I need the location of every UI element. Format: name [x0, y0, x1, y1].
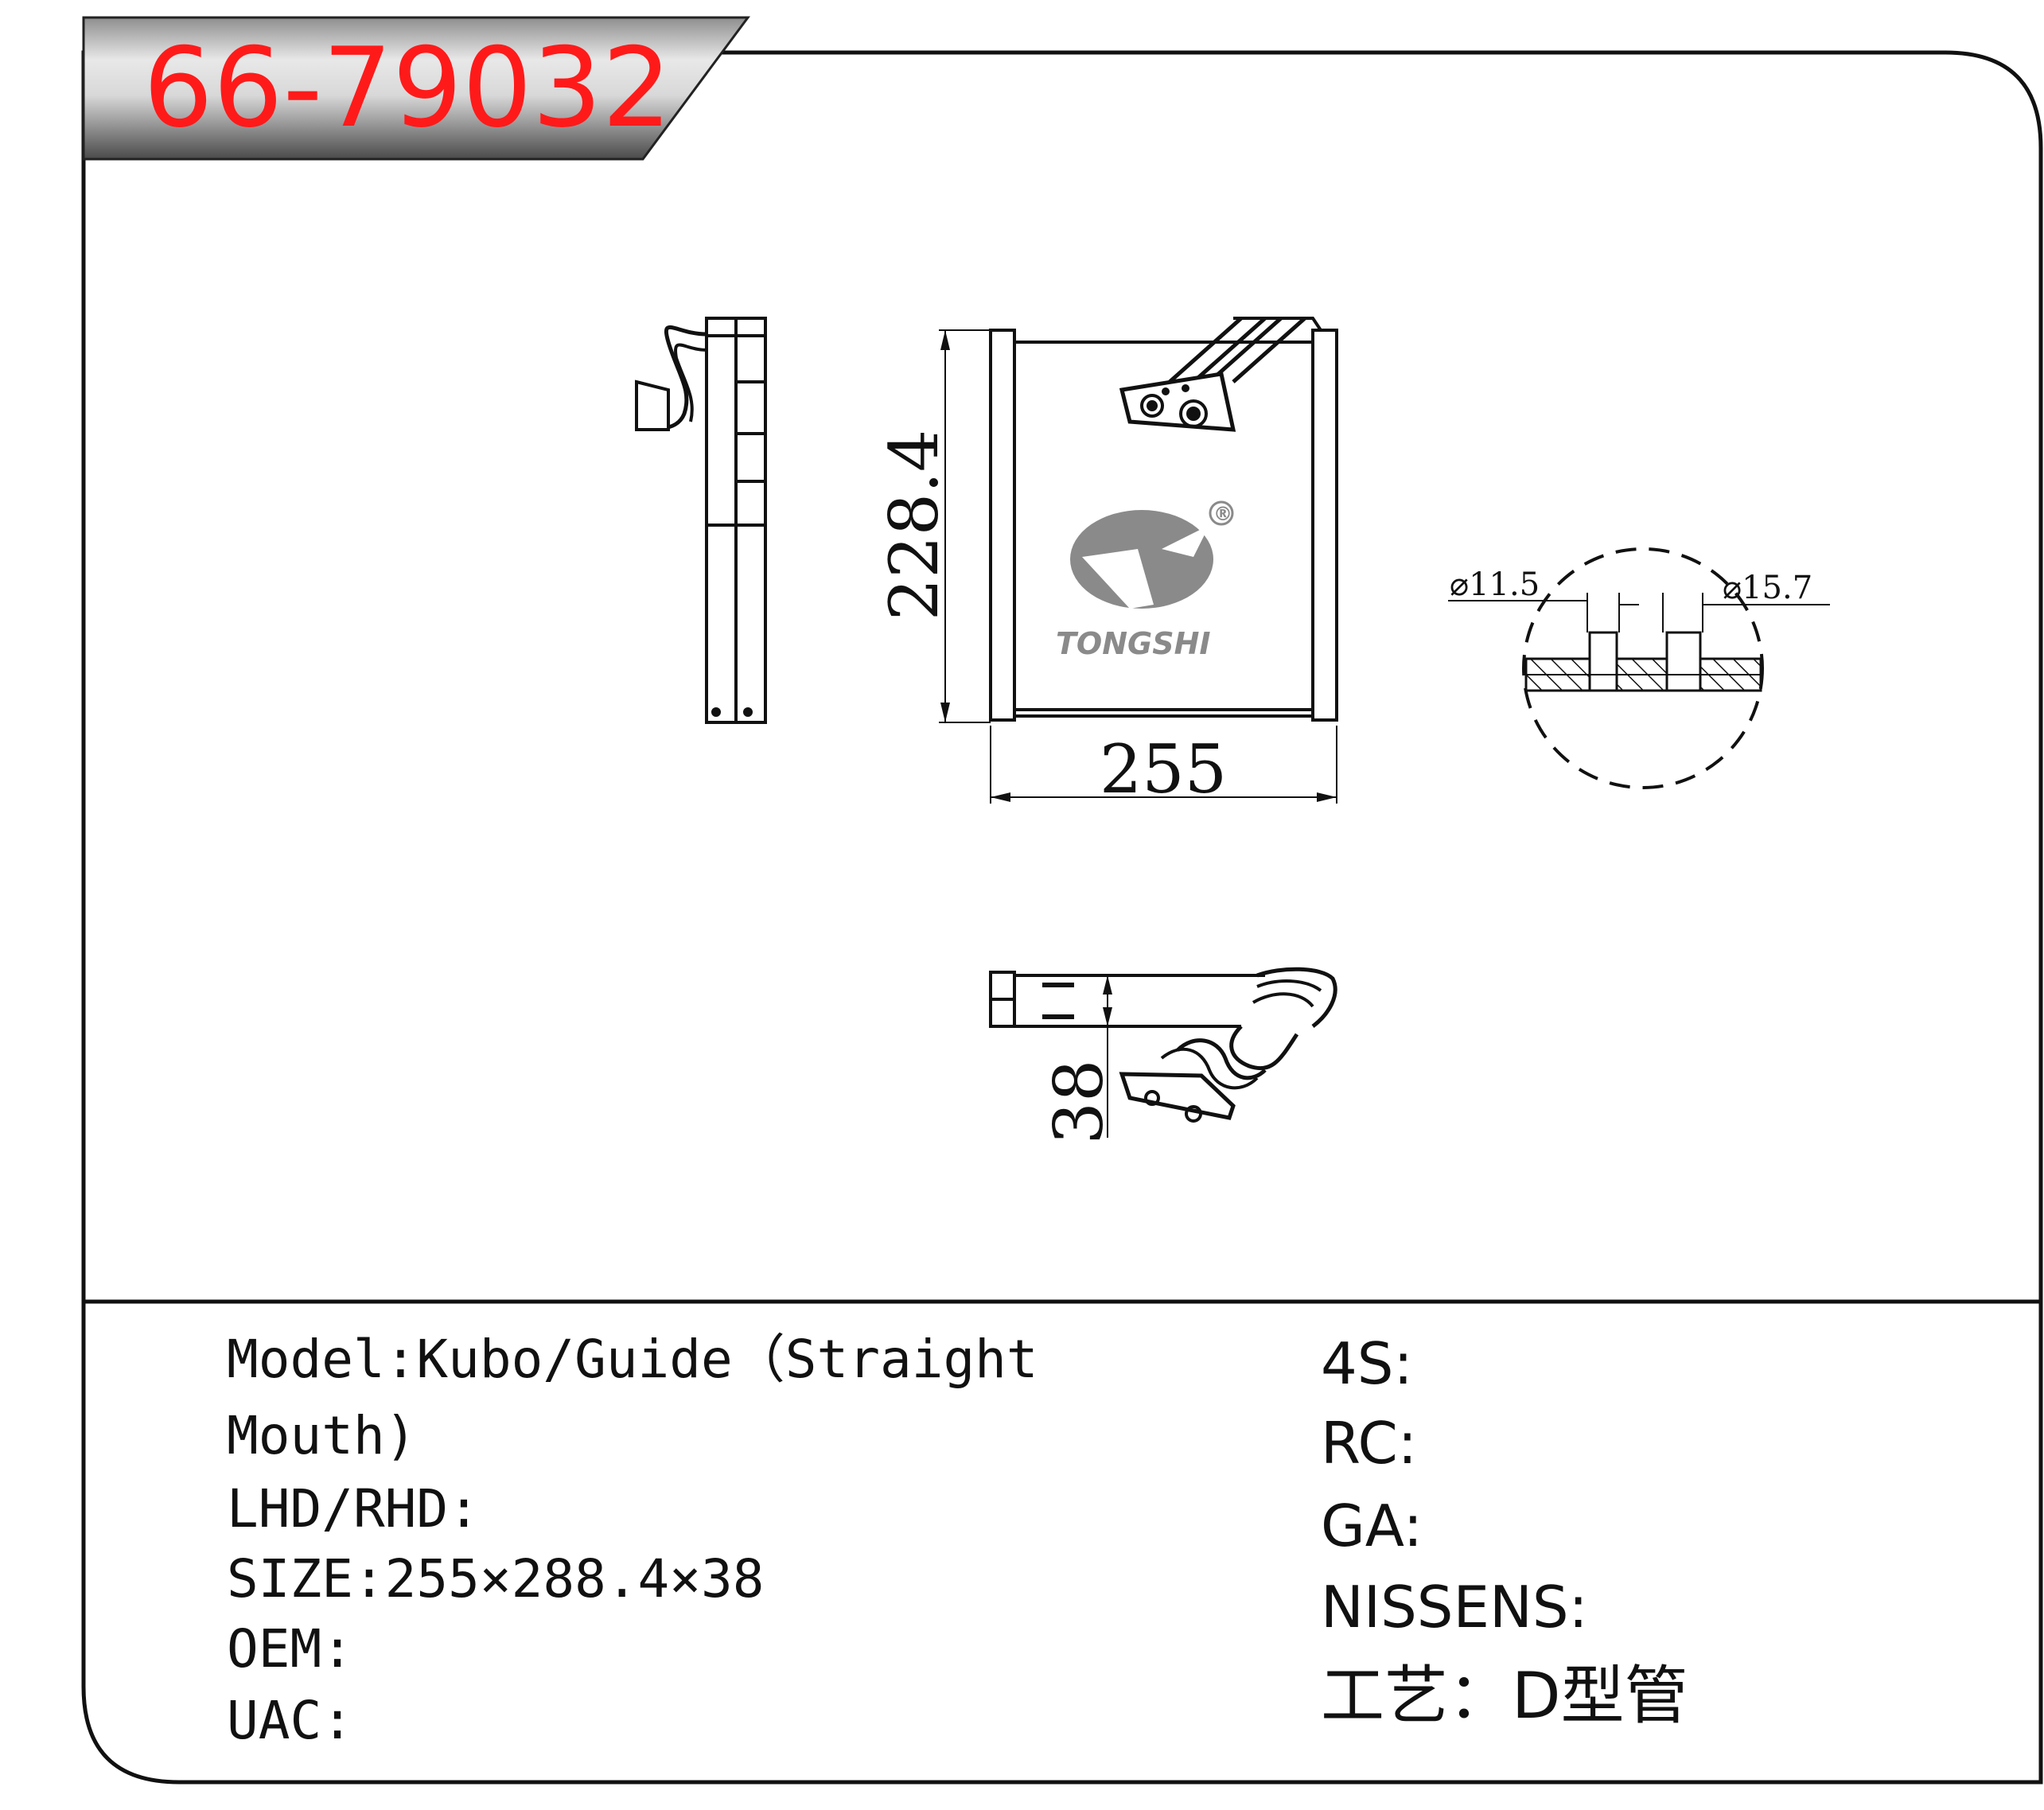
width-value: 255 [1100, 730, 1227, 808]
process-label: 工艺：D型管 [1321, 1659, 1688, 1733]
oem-label: OEM: [227, 1618, 353, 1680]
part-number: 66-79032 [143, 24, 672, 152]
depth-value: 38 [1040, 1060, 1118, 1145]
header-band [82, 16, 750, 161]
front-view [989, 317, 1338, 722]
4s-label: 4S: [1321, 1330, 1413, 1397]
rc-label: RC: [1321, 1410, 1417, 1477]
side-view [635, 317, 767, 724]
logo-registered: ® [1213, 503, 1232, 525]
ga-label: GA: [1321, 1493, 1423, 1559]
nissens-label: NISSENS: [1321, 1574, 1588, 1641]
large-port-diameter: ⌀15.7 [1723, 570, 1812, 606]
width-dimension [990, 726, 1337, 804]
logo-brand: TONGSHI [1056, 626, 1211, 661]
height-value: 228.4 [875, 430, 953, 621]
port-detail-view [1448, 547, 1830, 789]
depth-dimension [1102, 975, 1146, 1138]
sheet-frame [81, 50, 2043, 1785]
registered-mark-icon [1209, 500, 1234, 526]
model-line-2: Mouth) [227, 1405, 417, 1466]
uac-label: UAC: [227, 1690, 353, 1751]
lhd-rhd-label: LHD/RHD: [227, 1478, 480, 1539]
size-label: SIZE:255×288.4×38 [227, 1548, 765, 1610]
top-view [989, 967, 1337, 1123]
small-port-diameter: ⌀11.5 [1450, 566, 1540, 603]
tongshi-logo [1070, 500, 1234, 609]
model-line-1: Model:Kubo/Guide（Straight [227, 1329, 1038, 1390]
height-dimension [939, 329, 991, 723]
